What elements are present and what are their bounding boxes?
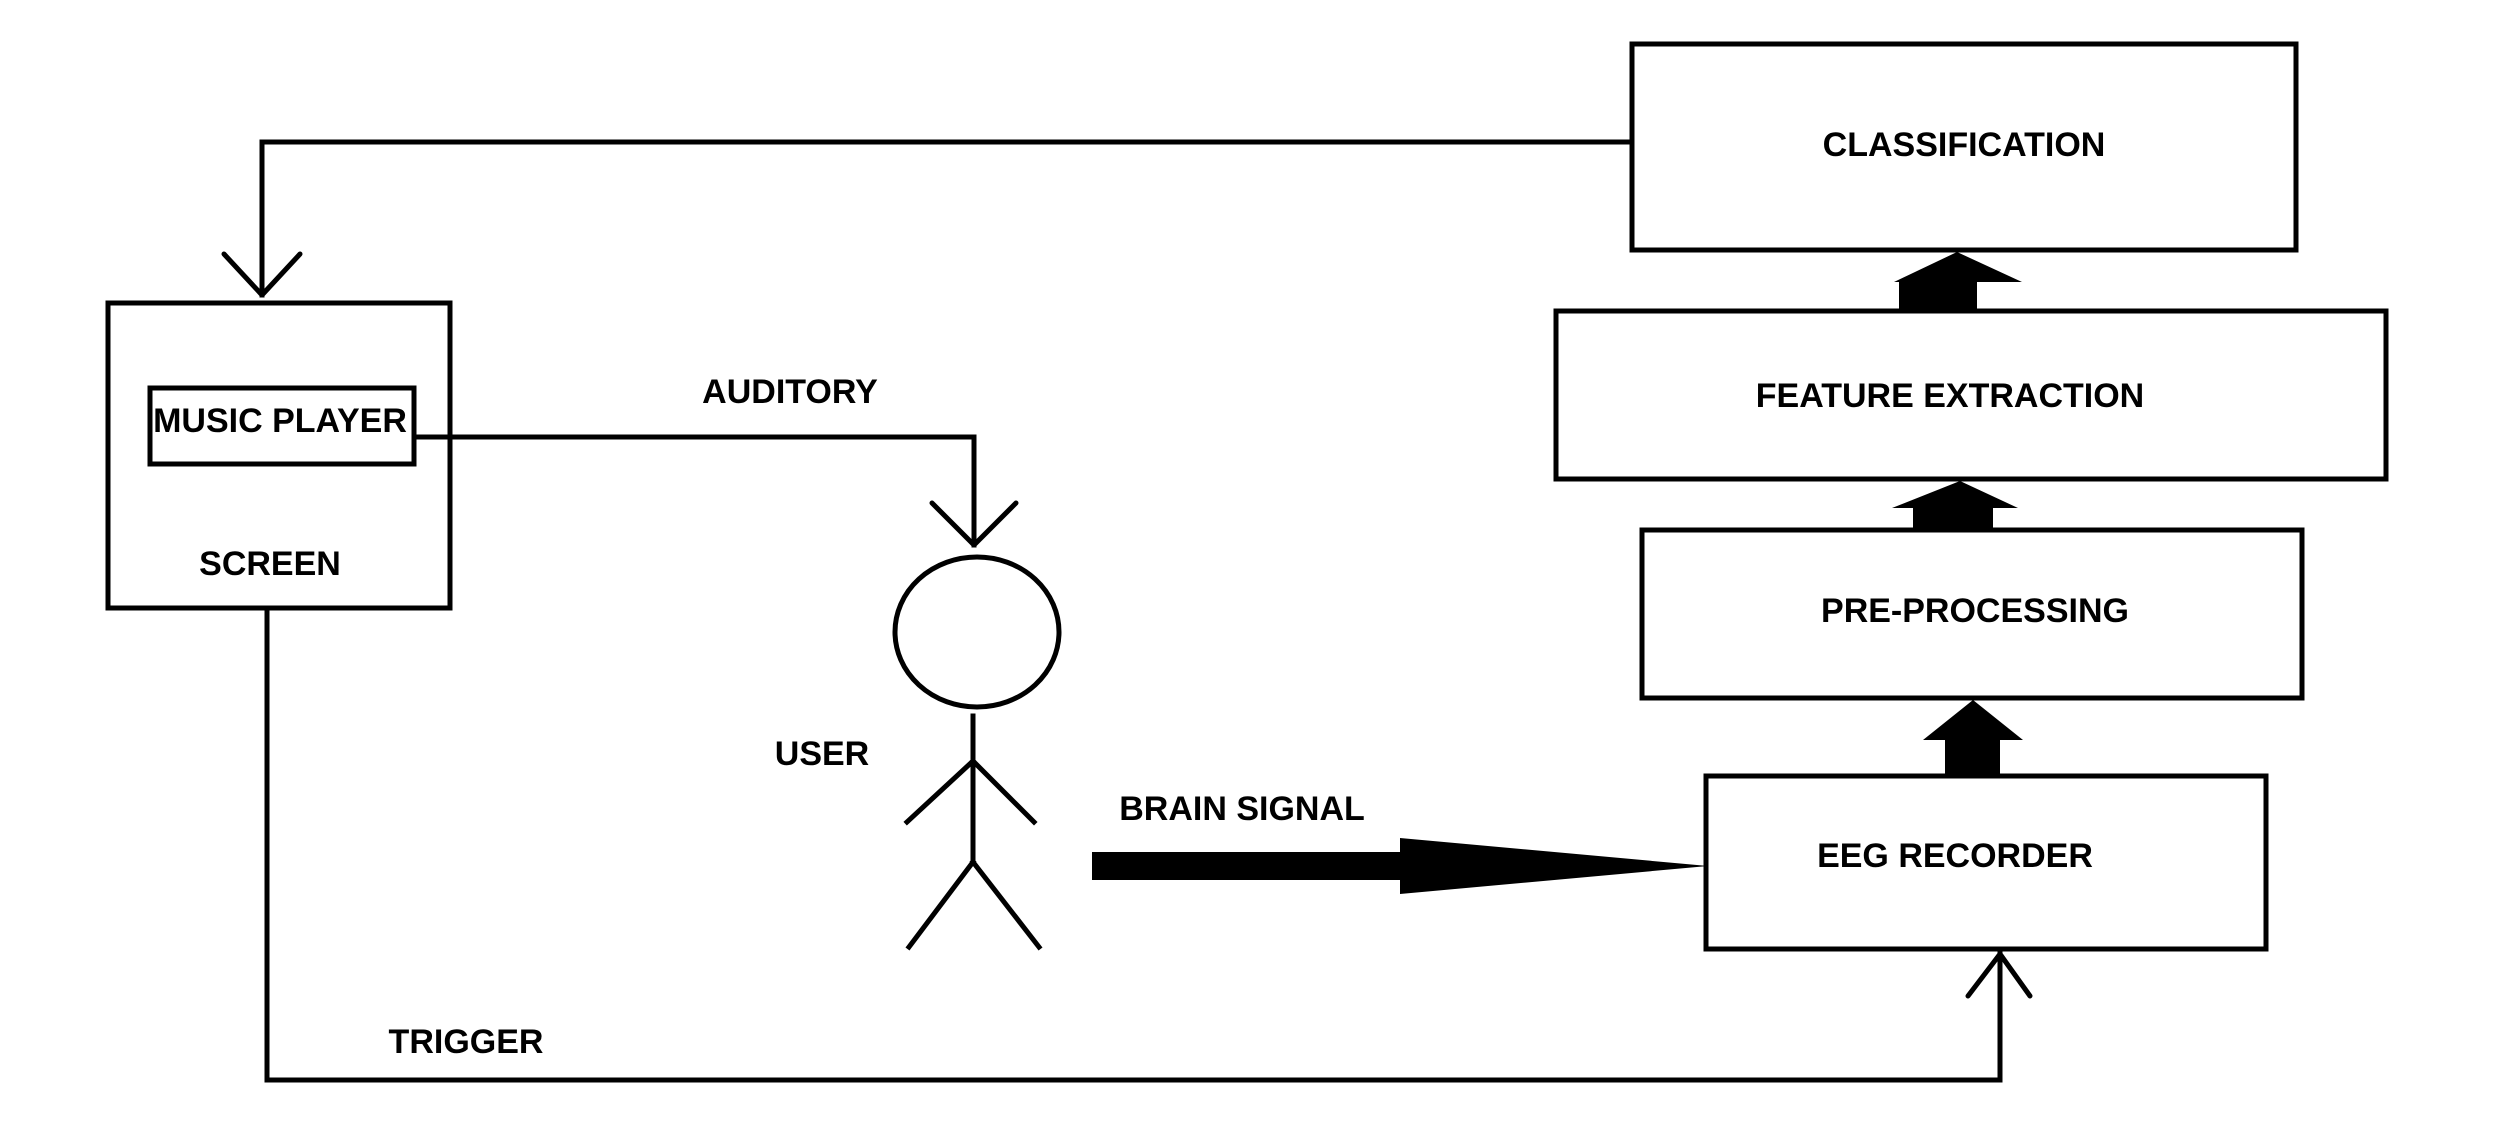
stick-figure-user-icon [892,554,1062,951]
screen-label: SCREEN [199,545,341,583]
auditory-label: AUDITORY [702,373,878,411]
feature-extraction-label: FEATURE EXTRACTION [1756,377,2144,415]
eeg-recorder-label: EEG RECORDER [1817,837,2093,875]
classification-block: CLASSIFICATION [1629,41,2299,253]
trigger-arrow [264,607,2033,1083]
feature-extraction-block: FEATURE EXTRACTION [1553,308,2389,482]
auditory-arrow [411,434,1019,548]
up-arrow-eeg-to-preprocessing [1923,700,2023,776]
music-player-label: MUSIC PLAYER [153,402,407,440]
user-label: USER [775,735,869,773]
eeg-recorder-block: EEG RECORDER [1703,773,2269,952]
classification-label: CLASSIFICATION [1823,126,2106,164]
brain-signal-label: BRAIN SIGNAL [1119,790,1365,828]
pre-processing-block: PRE-PROCESSING [1639,527,2305,701]
music-player-block: MUSIC PLAYER [147,385,417,467]
up-arrow-feature-to-classification [1894,252,2022,311]
up-arrow-preprocessing-to-feature [1892,481,2018,529]
feedback-arrow [221,139,1633,298]
pre-processing-label: PRE-PROCESSING [1821,592,2129,630]
trigger-label: TRIGGER [389,1023,544,1061]
brain-signal-arrow [1092,838,1708,894]
